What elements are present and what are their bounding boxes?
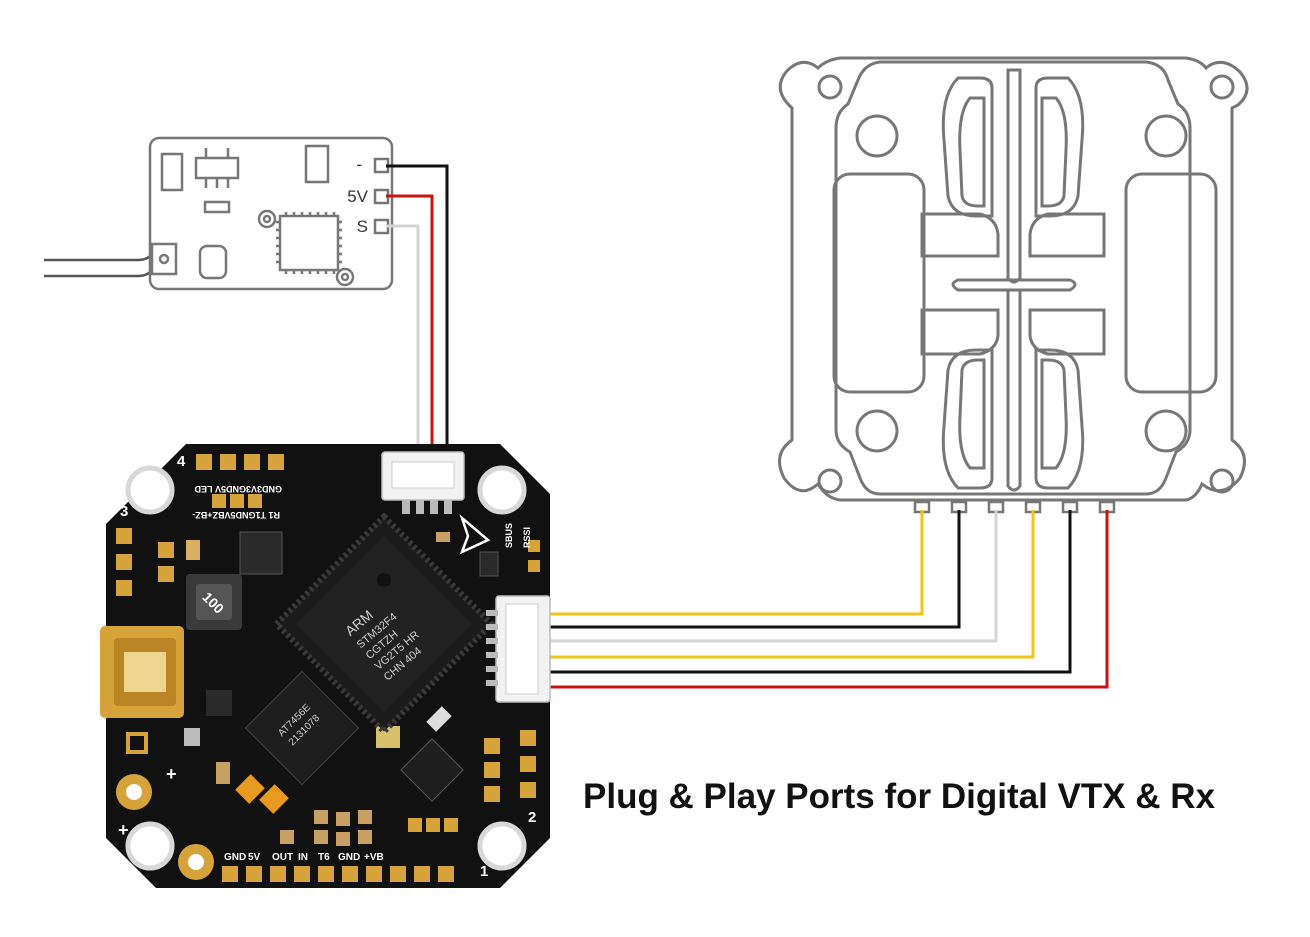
bottom-silk-5v: 5V [248, 852, 261, 863]
top-silk-row1: GND3V3GND5V LED [194, 484, 282, 494]
corner-number-4: 4 [177, 453, 186, 470]
bottom-silk-gnd2: GND [338, 852, 360, 863]
flight-controller-board: 100 [100, 444, 551, 888]
wire-vtx-2 [548, 510, 961, 629]
mcu-chip: ARM STM32F4 CGTZH VG2T5 HR CHN 404 [272, 512, 496, 736]
caption: Plug & Play Ports for Digital VTX & Rx [583, 777, 1216, 816]
battery-pads [116, 774, 214, 880]
mounting-holes [125, 465, 527, 871]
corner-number-1: 1 [480, 863, 488, 880]
usb-port [100, 626, 184, 718]
wire-rx-gnd [386, 164, 449, 455]
right-pads [484, 540, 540, 802]
side-silk-sbus: SBUS [504, 523, 514, 548]
plus-mark-1: + [118, 820, 129, 840]
corner-number-2: 2 [528, 809, 536, 826]
bottom-silk-vb: +VB [364, 852, 384, 863]
direction-arrow-icon [459, 514, 491, 555]
side-silk-rssi: RSSI [522, 527, 532, 548]
receiver-module: - 5V S [44, 136, 394, 291]
bottom-silk-t6: T6 [318, 852, 330, 863]
small-parts [126, 531, 499, 846]
bottom-pads [222, 818, 458, 882]
vtx-module [778, 56, 1249, 514]
wire-rx-5v [386, 194, 434, 455]
rx-label-gnd: - [356, 155, 362, 174]
rx-connector [381, 451, 465, 514]
wire-vtx-6 [548, 510, 1109, 689]
top-silk-row2: R1 T1GND5VBZ+BZ- [192, 510, 280, 520]
wire-vtx-4 [548, 510, 1035, 659]
left-pads [116, 528, 174, 596]
bottom-silk-out: OUT [272, 852, 293, 863]
osd-chip: AT7456E 2131078 [244, 670, 360, 786]
corner-number-3: 3 [120, 503, 128, 520]
rx-label-5v: 5V [347, 187, 368, 206]
wires [386, 164, 1109, 689]
bottom-silk-gnd: GND [224, 852, 246, 863]
plus-mark-2: + [166, 764, 177, 784]
vtx-connector [486, 595, 551, 703]
wire-vtx-5 [548, 510, 1072, 674]
rx-label-signal: S [357, 217, 368, 236]
wire-vtx-3 [548, 510, 998, 643]
gyro-chip [400, 738, 464, 802]
wire-rx-signal [386, 224, 420, 455]
inductor: 100 [186, 574, 242, 630]
bottom-silk-in: IN [298, 852, 308, 863]
wire-vtx-1 [548, 510, 924, 616]
top-pads [196, 454, 284, 508]
